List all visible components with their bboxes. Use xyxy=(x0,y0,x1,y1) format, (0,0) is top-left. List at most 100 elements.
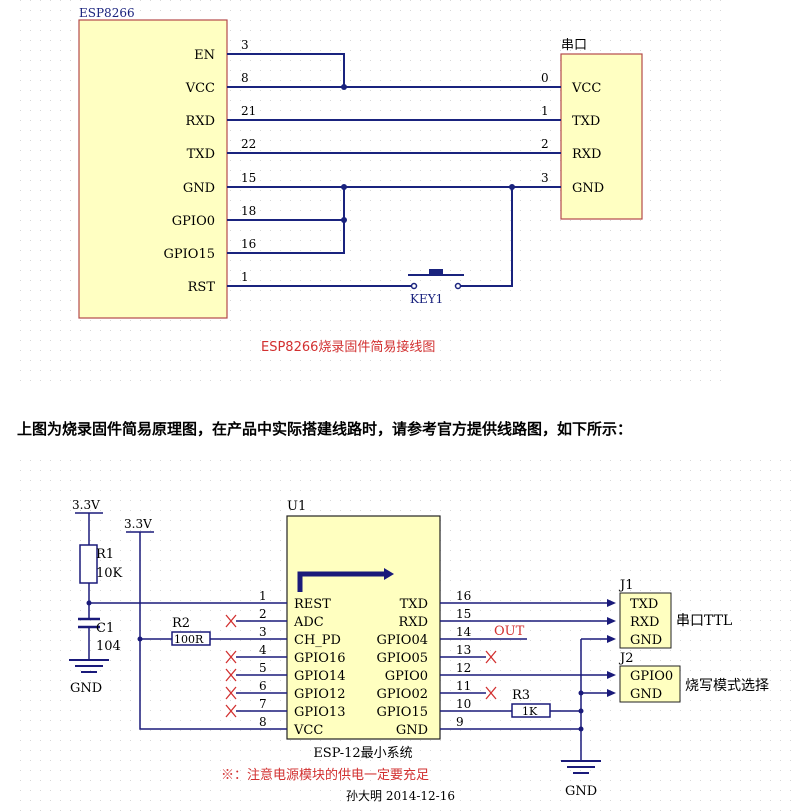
power-vcc-bus xyxy=(126,531,255,730)
r3-name: R3 xyxy=(512,688,530,703)
diagram-1-wires xyxy=(227,53,561,287)
j2-connector xyxy=(619,665,681,703)
chip-pin-gnd: GND xyxy=(183,181,215,196)
u1-pin-stubs xyxy=(255,602,472,730)
right-side-junctions xyxy=(578,599,616,732)
chip-pin-txd: TXD xyxy=(187,147,215,162)
esp12-module xyxy=(286,515,441,740)
vcc-3v3-left: 3.3V xyxy=(72,498,100,512)
wire-gpio15 xyxy=(227,187,345,254)
u1-pin-adc: ADC xyxy=(293,615,324,630)
out-label: OUT xyxy=(494,624,525,639)
serial-pin-gnd: GND xyxy=(572,181,604,196)
chip-pin-num-txd: 22 xyxy=(241,137,256,151)
diagram-1-junctions xyxy=(341,84,515,223)
serial-pin-num-txd: 1 xyxy=(541,104,549,118)
r2-value: 100R xyxy=(174,633,204,646)
right-side-wires xyxy=(472,602,614,774)
chip-pin-num-gpio0: 18 xyxy=(241,204,256,218)
section-heading: 上图为烧录固件简易原理图，在产品中实际搭建线路时，请参考官方提供线路图，如下所示… xyxy=(17,420,633,438)
gnd-left-label: GND xyxy=(70,681,102,696)
junction-dot xyxy=(341,184,347,190)
key1-label: KEY1 xyxy=(410,292,443,306)
u1-pin-num-1: 1 xyxy=(259,589,267,603)
u1-pin-gpio04: GPIO04 xyxy=(377,633,428,648)
serial-pin-num-rxd: 2 xyxy=(541,137,549,151)
chip-pin-num-rst: 1 xyxy=(241,270,249,284)
r1-value: 10K xyxy=(96,566,123,581)
chip-pin-num-gnd: 15 xyxy=(241,171,256,185)
u1-pin-gpio05: GPIO05 xyxy=(377,651,428,666)
chip-pin-gpio15: GPIO15 xyxy=(164,247,215,262)
c1-name: C1 xyxy=(96,621,114,636)
chip-pin-rst: RST xyxy=(188,280,216,295)
j2-name: J2 xyxy=(618,651,633,666)
j1-pin-rxd: RXD xyxy=(630,615,659,630)
u1-pin-num-12: 12 xyxy=(456,661,471,675)
u1-pin-gnd: GND xyxy=(396,723,428,738)
esp8266-chip xyxy=(78,19,228,319)
u1-pin-num-13: 13 xyxy=(456,643,471,657)
u1-pin-vcc: VCC xyxy=(293,723,323,738)
chip-pin-vcc: VCC xyxy=(185,81,215,96)
diagram-1: ESP8266 EN VCC RXD TXD GND GPIO0 GPIO15 … xyxy=(15,0,723,390)
chip-pin-num-vcc: 8 xyxy=(241,71,249,85)
chip-pin-num-gpio15: 16 xyxy=(241,237,256,251)
j2-pin-gnd: GND xyxy=(630,687,662,702)
u1-pin-gpio0: GPIO0 xyxy=(385,669,428,684)
chip-pin-num-rxd: 21 xyxy=(241,104,256,118)
u1-pin-num-6: 6 xyxy=(259,679,267,693)
u1-pin-txd: TXD xyxy=(400,597,428,612)
u1-pin-num-3: 3 xyxy=(259,625,267,639)
j2-caption: 烧写模式选择 xyxy=(685,678,769,694)
u1-pin-gpio16: GPIO16 xyxy=(294,651,345,666)
serial-pin-txd: TXD xyxy=(572,114,600,129)
author-date: 孙大明 2014-12-16 xyxy=(346,789,455,803)
serial-port-name: 串口 xyxy=(561,38,587,53)
u1-pin-ch-pd: CH_PD xyxy=(294,633,341,648)
wire-en xyxy=(227,53,345,87)
u1-pin-rxd: RXD xyxy=(399,615,428,630)
junction-dot xyxy=(341,217,347,223)
j2-pin-gpio0: GPIO0 xyxy=(630,669,673,684)
vcc-3v3-right: 3.3V xyxy=(124,517,152,531)
diagram-2: U1 REST ADC CH_PD GPIO16 GPIO14 GPIO12 G… xyxy=(15,460,799,811)
serial-pin-num-vcc: 0 xyxy=(541,71,549,85)
diagram-1-caption: ESP8266烧录固件简易接线图 xyxy=(261,339,435,355)
u1-pin-num-10: 10 xyxy=(456,697,471,711)
chip-pin-rxd: RXD xyxy=(186,114,215,129)
serial-pin-vcc: VCC xyxy=(571,81,601,96)
u1-pin-gpio14: GPIO14 xyxy=(294,669,345,684)
serial-pin-rxd: RXD xyxy=(572,147,601,162)
u1-pin-num-7: 7 xyxy=(259,697,267,711)
junction-dot xyxy=(86,600,92,606)
c1-value: 104 xyxy=(96,639,121,654)
j1-name: J1 xyxy=(618,578,633,593)
j1-connector xyxy=(619,592,672,649)
u1-pin-num-4: 4 xyxy=(259,643,267,657)
u1-pin-num-11: 11 xyxy=(456,679,471,693)
u1-pin-num-8: 8 xyxy=(259,715,267,729)
esp8266-chip-name: ESP8266 xyxy=(79,6,135,20)
key1-button-symbol xyxy=(408,269,464,290)
u1-pin-num-15: 15 xyxy=(456,607,471,621)
r3-value: 1K xyxy=(522,705,538,718)
serial-pin-num-gnd: 3 xyxy=(541,171,549,185)
u1-label: U1 xyxy=(287,499,306,514)
power-left-network xyxy=(69,512,109,673)
module-name: ESP-12最小系统 xyxy=(313,746,412,761)
u1-pin-gpio13: GPIO13 xyxy=(294,705,345,720)
u1-pin-gpio02: GPIO02 xyxy=(377,687,428,702)
junction-dot xyxy=(509,184,515,190)
u1-pin-rest: REST xyxy=(294,597,331,612)
u1-pin-gpio12: GPIO12 xyxy=(294,687,345,702)
u1-pin-num-16: 16 xyxy=(456,589,471,603)
chip-pin-en: EN xyxy=(194,48,215,63)
u1-pin-num-9: 9 xyxy=(456,715,464,729)
j1-pin-txd: TXD xyxy=(630,597,658,612)
serial-port-box xyxy=(560,53,643,220)
gnd-right-label: GND xyxy=(565,784,597,799)
u1-pin-gpio15: GPIO15 xyxy=(377,705,428,720)
r1-name: R1 xyxy=(96,547,114,562)
